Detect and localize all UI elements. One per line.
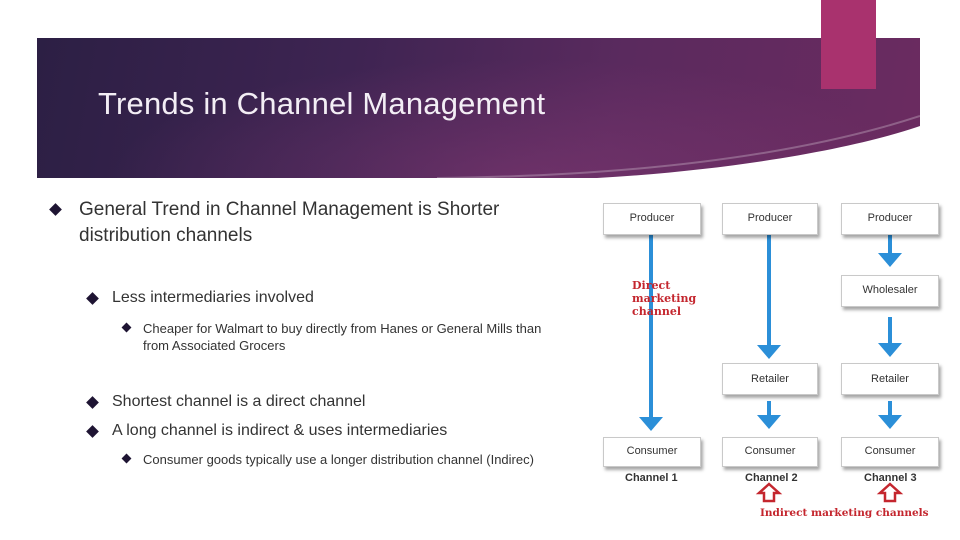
box-consumer: Consumer — [722, 437, 818, 467]
box-producer: Producer — [603, 203, 701, 235]
bullet-diamond — [86, 396, 99, 409]
up-arrow-icon — [755, 482, 783, 503]
bullet-diamond — [86, 425, 99, 438]
bullet-less-intermediaries: Less intermediaries involved — [112, 289, 314, 306]
bullet-consumer-goods: Consumer goods typically use a longer di… — [143, 452, 534, 467]
box-consumer: Consumer — [841, 437, 939, 467]
channel-diagram: Producer Consumer Channel 1 Producer Ret… — [595, 195, 945, 525]
bullet-diamond — [86, 292, 99, 305]
channel-arrows — [639, 235, 904, 503]
channel-2-label: Channel 2 — [745, 472, 798, 484]
box-retailer: Retailer — [841, 363, 939, 395]
indirect-marketing-label: Indirect marketing channels — [760, 507, 929, 519]
channel-1-label: Channel 1 — [625, 472, 678, 484]
direct-marketing-label: Direct marketing channel — [632, 279, 697, 318]
slide-title: Trends in Channel Management — [98, 86, 546, 121]
box-retailer: Retailer — [722, 363, 818, 395]
bullet-long-channel: A long channel is indirect & uses interm… — [112, 422, 448, 439]
bullet-diamond — [121, 453, 132, 464]
bullet-direct-channel: Shortest channel is a direct channel — [112, 393, 366, 410]
bullet-walmart-example: Cheaper for Walmart to buy directly from… — [143, 321, 542, 353]
box-producer: Producer — [841, 203, 939, 235]
banner-swoosh — [37, 115, 920, 178]
bullet-diamond — [49, 203, 62, 216]
bullet-diamond — [121, 322, 132, 333]
box-producer: Producer — [722, 203, 818, 235]
bullet-general-trend: General Trend in Channel Management is S… — [79, 199, 500, 246]
accent-bar — [821, 0, 876, 89]
box-consumer: Consumer — [603, 437, 701, 467]
box-wholesaler: Wholesaler — [841, 275, 939, 307]
channel-3-label: Channel 3 — [864, 472, 917, 484]
title-banner — [37, 38, 920, 178]
up-arrow-icon — [876, 482, 904, 503]
